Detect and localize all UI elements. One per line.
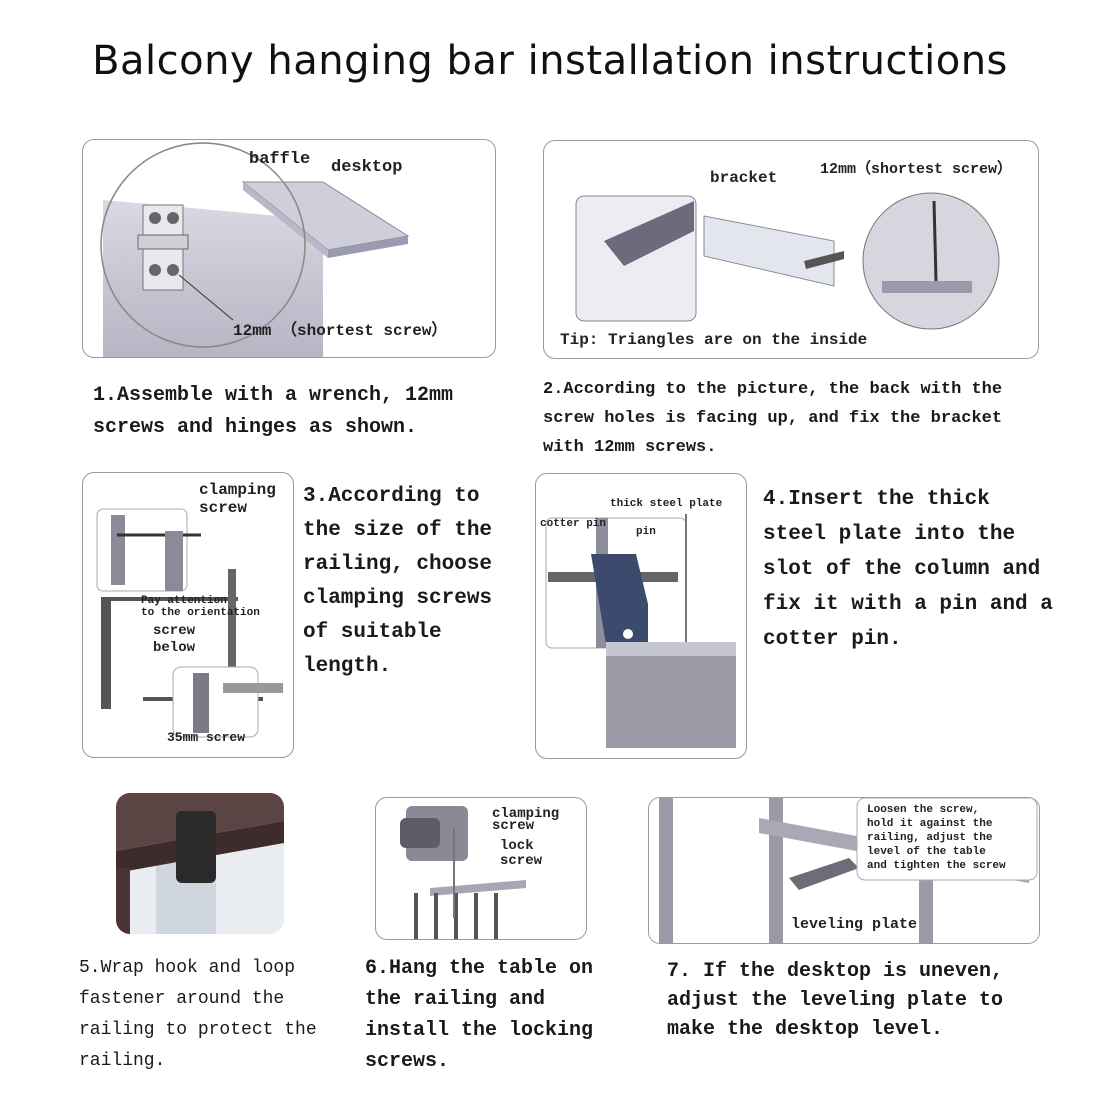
note-line-1: Loosen the screw, [867, 804, 980, 816]
thick-steel-plate-label: thick steel plate [610, 498, 723, 510]
clamping-screw-label: screw [199, 499, 248, 517]
screw35-label: 35mm screw [167, 730, 246, 745]
step2-diagram: bracket 12mm（shortest screw） Tip: Triang… [543, 140, 1039, 359]
step4-diagram: thick steel plate cotter pin pin [535, 473, 747, 759]
step5-text: 5.Wrap hook and loop fastener around the… [79, 958, 317, 1071]
step1-diagram: baffle desktop 12mm （shortest screw） [82, 139, 496, 358]
cotter-pin-label: cotter pin [540, 518, 607, 530]
step4-text: 4.Insert the thick steel plate into the … [763, 488, 1053, 651]
step3-diagram: clamping screw Pay attention to the orie… [82, 472, 294, 758]
step6-diagram: clamping screw lock screw [375, 797, 587, 940]
bracket-label: bracket [710, 169, 778, 187]
lock-label: lock [500, 838, 534, 854]
clamping-screw-label: screw [492, 818, 535, 834]
step3-text: 3.According to the size of the railing, … [303, 485, 493, 678]
note-line-4: level of the table [867, 846, 986, 858]
desktop-label: desktop [331, 158, 403, 177]
tip-label: Tip: Triangles are on the inside [560, 331, 868, 349]
screw-label: 12mm（shortest screw） [820, 161, 1013, 178]
note-line-2: hold it against the [867, 818, 993, 830]
step5-photo [116, 793, 284, 934]
note-line-5: and tighten the screw [867, 860, 1006, 872]
clamping-label: clamping [492, 806, 560, 822]
baffle-label: baffle [249, 150, 311, 169]
note-line-3: railing, adjust the [867, 832, 993, 844]
step7-text: 7. If the desktop is uneven, adjust the … [667, 960, 1004, 1041]
clamping-label: clamping [199, 481, 276, 499]
screw-below-label-2: below [153, 640, 196, 656]
page-title: Balcony hanging bar installation instruc… [92, 38, 1008, 84]
orientation-label: to the orientation [141, 607, 260, 619]
step7-diagram: leveling plate Loosen the screw, hold it… [648, 797, 1040, 944]
pin-label: pin [636, 526, 656, 538]
screw-below-label-1: screw [153, 623, 196, 639]
lock-screw-label: screw [500, 853, 543, 869]
step1-text: 1.Assemble with a wrench, 12mm screws an… [93, 384, 454, 439]
screw-label: 12mm （shortest screw） [233, 322, 448, 340]
step2-text: 2.According to the picture, the back wit… [543, 380, 1003, 457]
attention-label: Pay attention [141, 595, 227, 607]
leveling-plate-label: leveling plate [791, 916, 918, 933]
step6-text: 6.Hang the table on the railing and inst… [365, 957, 594, 1073]
